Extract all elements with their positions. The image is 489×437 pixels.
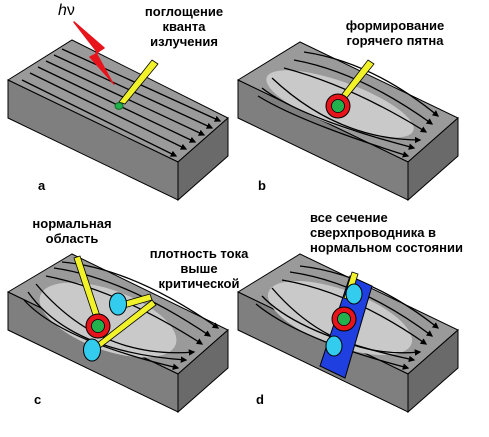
current-density-spot-d-lower: [325, 335, 343, 357]
current-density-spot-d-upper: [345, 283, 363, 305]
panel-a: [6, 21, 229, 202]
hot-spot-c: [85, 313, 111, 339]
hot-spot-d: [331, 306, 357, 332]
block-side-b: [407, 116, 459, 202]
planck-constant-symbol: h: [58, 2, 67, 19]
panel-letter-c: c: [34, 392, 42, 407]
frequency-symbol: ν: [66, 2, 75, 19]
current-lines-c: [23, 261, 220, 370]
pointer-arrow-absorption: [118, 59, 159, 105]
hot-spot-b: [325, 93, 351, 119]
label-full-cross-section-normal: все сечение сверхпроводника в нормальном…: [310, 210, 463, 255]
block-side-a: [177, 116, 229, 202]
panel-letter-b: b: [258, 178, 266, 193]
absorbed-photon-spot: [114, 102, 124, 110]
current-density-spot-lower: [83, 338, 101, 362]
panel-letter-d: d: [256, 392, 264, 407]
hot-spot-core-d: [337, 312, 351, 326]
panel-letter-a: a: [38, 178, 46, 193]
current-lines-b: [257, 51, 440, 158]
block-side-c: [177, 328, 229, 414]
panel-b: [236, 41, 459, 202]
hot-spot-core-b: [331, 99, 345, 113]
current-density-spot-upper: [109, 292, 127, 316]
photon-energy-label: hν: [58, 2, 75, 20]
panel-c: [6, 253, 229, 414]
panel-d: [236, 253, 459, 414]
block-side-d: [407, 328, 459, 414]
label-critical-current-density: плотность тока выше критической: [149, 246, 249, 291]
lightning-icon: [73, 21, 115, 85]
label-hot-spot-formation: формирование горячего пятна: [345, 18, 445, 48]
label-absorption: поглощение кванта излучения: [144, 4, 224, 49]
label-normal-region: нормальная область: [32, 216, 112, 246]
hot-spot-core-c: [91, 319, 105, 333]
